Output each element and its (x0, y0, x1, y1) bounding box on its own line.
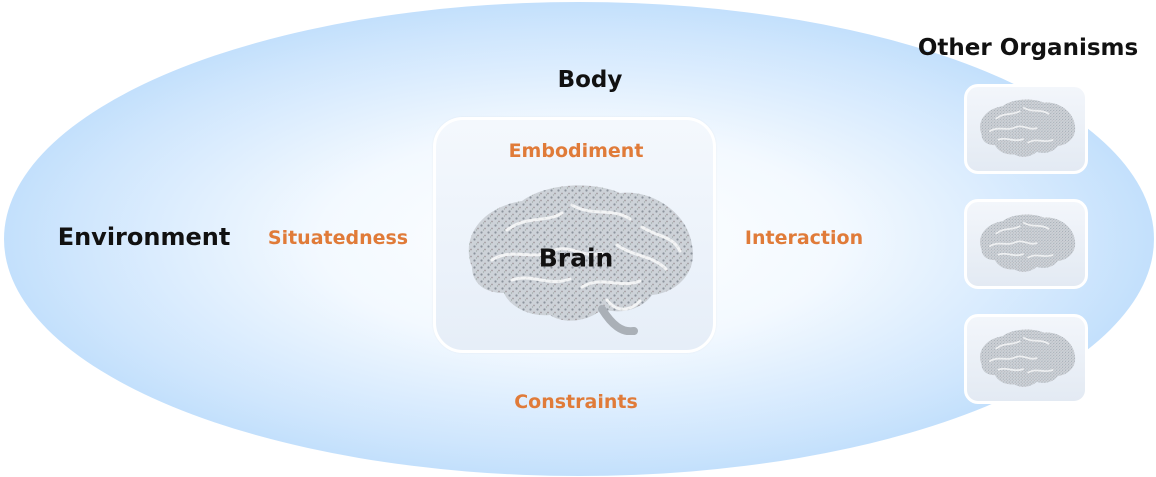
brain-icon (973, 208, 1079, 280)
body-label: Body (558, 67, 623, 93)
constraints-label: Constraints (514, 391, 638, 413)
other-organism-box (964, 199, 1088, 289)
other-organism-box (964, 314, 1088, 404)
brain-label: Brain (539, 244, 614, 273)
environment-label: Environment (58, 223, 231, 251)
brain-icon (973, 323, 1079, 395)
other-organism-box (964, 84, 1088, 174)
brain-icon (973, 93, 1079, 165)
situatedness-label: Situatedness (268, 227, 408, 249)
other-organisms-label: Other Organisms (918, 35, 1138, 61)
interaction-label: Interaction (745, 227, 863, 249)
embodiment-label: Embodiment (509, 140, 644, 162)
